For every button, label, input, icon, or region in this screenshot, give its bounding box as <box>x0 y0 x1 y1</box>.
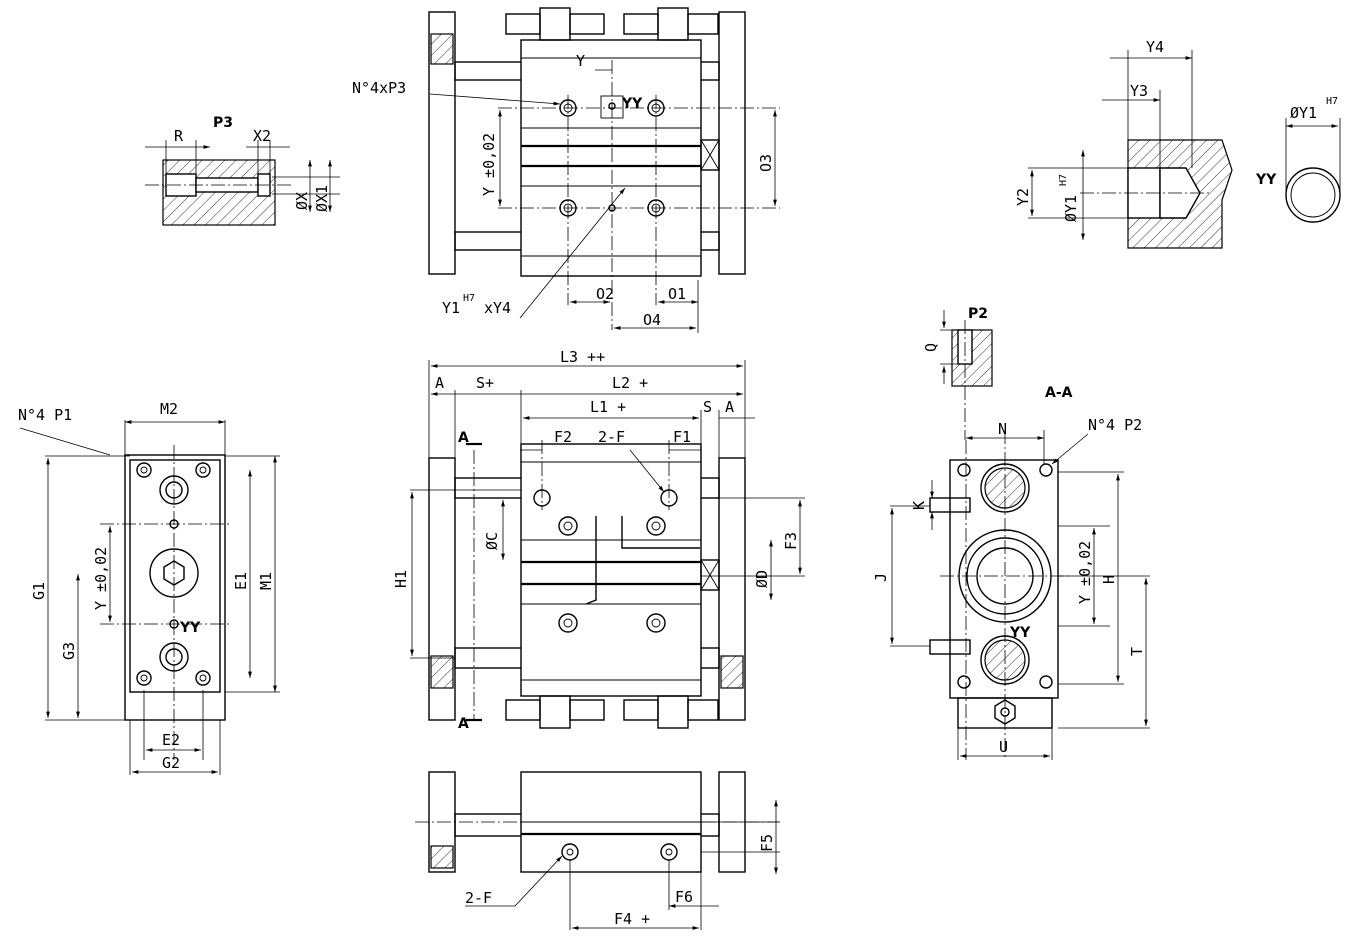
detail-p3: P3 R X2 ØX ØX1 <box>145 115 340 226</box>
side-label-e2: E2 <box>162 731 180 749</box>
aa-label-ytol: Y ±0,02 <box>1076 541 1094 604</box>
top-label-y1-suffix: xY4 <box>484 299 511 317</box>
yy-label-dy1-sup: H7 <box>1058 174 1069 186</box>
aa-title: A-A <box>1045 385 1073 401</box>
top-end-plate-right <box>718 11 746 275</box>
aa-label-h: H <box>1100 575 1118 584</box>
front-label-dc: ØC <box>483 532 501 550</box>
front-label-l3: L3 ++ <box>560 348 605 366</box>
side-label-ytol: Y ±0,02 <box>92 547 110 610</box>
yy-label-dy1-top: ØY1 <box>1290 104 1317 122</box>
front-label-2f: 2-F <box>598 428 625 446</box>
top-label-y: Y <box>576 52 585 70</box>
side-label-g1: G1 <box>30 582 48 600</box>
aa-label-yy: YY <box>1009 625 1031 641</box>
side-label-g2: G2 <box>162 754 180 772</box>
p3-label-x2: X2 <box>253 127 271 145</box>
front-sensor-cable <box>585 516 597 605</box>
aa-label-j: J <box>872 573 890 582</box>
bottom-view: F5 2-F F6 F4 + <box>415 771 780 930</box>
top-label-ytol: Y ±0,02 <box>480 133 498 196</box>
p2-label-q: Q <box>922 343 940 352</box>
front-end-plate-left <box>428 457 456 721</box>
front-label-h1: H1 <box>392 570 410 588</box>
front-label-l2: L2 + <box>612 374 648 392</box>
yy-label-y3: Y3 <box>1130 82 1148 100</box>
side-label-e1: E1 <box>232 572 250 590</box>
top-label-o2: O2 <box>596 285 614 303</box>
detail-yy: Y4 Y3 Y2 ØY1 H7 YY ØY1 H7 <box>1014 38 1341 249</box>
aa-label-t: T <box>1128 647 1146 656</box>
front-label-l1: L1 + <box>590 398 626 416</box>
aa-label-n: N <box>998 420 1007 438</box>
front-view: L3 ++ A S+ L2 + L1 + S A A A F2 2-F F1 Ø… <box>392 348 805 732</box>
top-label-y1-sup: H7 <box>463 293 475 304</box>
top-left-section <box>430 33 454 65</box>
aa-label-u: U <box>999 738 1008 756</box>
side-piston <box>149 548 199 598</box>
yy-label-dy1-top-sup: H7 <box>1326 96 1338 107</box>
top-label-y1: Y1 <box>442 299 460 317</box>
top-view: N°4xP3 Y YY Y ±0,02 O3 O2 O1 O4 Y1 H7 xY… <box>352 7 780 333</box>
side-label-yy: YY <box>179 620 201 636</box>
front-body <box>520 443 702 697</box>
p3-label-dx: ØX <box>293 192 311 210</box>
yy-label-y4: Y4 <box>1146 38 1164 56</box>
side-frame <box>124 454 226 721</box>
section-a-a: A-A N N°4 P2 K J Y ±0,02 H YY T U <box>872 385 1150 760</box>
p3-title: P3 <box>213 115 233 131</box>
top-end-plate-left <box>428 11 456 275</box>
front-label-f2: F2 <box>554 428 572 446</box>
p2-title: P2 <box>968 306 988 322</box>
bottom-label-f5: F5 <box>758 834 776 852</box>
p3-label-r: R <box>174 127 184 145</box>
side-view: N°4 P1 M2 G1 G3 Y ±0,02 YY E1 M1 E2 G2 <box>18 400 280 775</box>
bottom-label-f4: F4 + <box>614 910 650 928</box>
front-label-f1: F1 <box>673 428 691 446</box>
side-label-m1: M1 <box>257 572 275 590</box>
front-label-splus: S+ <box>476 374 494 392</box>
yy-title: YY <box>1255 172 1277 188</box>
aa-label-n4p2: N°4 P2 <box>1088 416 1142 434</box>
front-label-a1: A <box>435 374 444 392</box>
bottom-label-2f: 2-F <box>465 889 492 907</box>
p3-bore <box>195 177 259 193</box>
top-label-n4xp3: N°4xP3 <box>352 79 406 97</box>
front-label-sec-a-top: A <box>458 430 469 446</box>
side-label-g3: G3 <box>60 642 78 660</box>
top-label-o4: O4 <box>643 311 661 329</box>
front-label-f3: F3 <box>782 532 800 550</box>
front-label-dd: ØD <box>753 570 771 588</box>
aa-label-k: K <box>910 501 928 510</box>
top-label-o3: O3 <box>757 154 775 172</box>
top-label-o1: O1 <box>668 285 686 303</box>
detail-p2: P2 Q <box>922 306 993 440</box>
top-fitting-2 <box>657 7 689 41</box>
p3-label-dx1: ØX1 <box>313 185 331 212</box>
yy-label-y2: Y2 <box>1014 188 1032 206</box>
yy-label-dy1: ØY1 <box>1062 195 1080 222</box>
front-label-s: S <box>703 398 712 416</box>
top-label-yy: YY <box>621 96 643 112</box>
top-body <box>520 39 702 277</box>
front-label-a2: A <box>725 398 734 416</box>
yy-pin-circle <box>1285 167 1341 223</box>
side-label-m2: M2 <box>160 400 178 418</box>
front-label-sec-a-bot: A <box>458 716 469 732</box>
bottom-label-f6: F6 <box>675 888 693 906</box>
side-plate <box>129 459 221 693</box>
side-label-n4p1: N°4 P1 <box>18 406 72 424</box>
top-port <box>700 139 720 171</box>
top-fitting-1 <box>539 7 571 41</box>
